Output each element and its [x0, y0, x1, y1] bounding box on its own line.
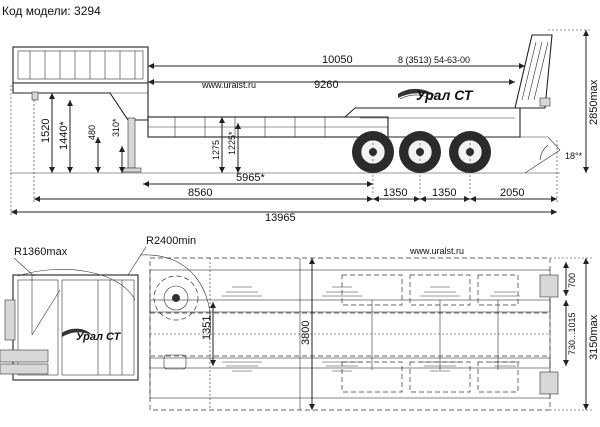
dim-10050: 10050: [322, 54, 353, 66]
deck-hardware: [222, 286, 520, 372]
dim-1350b: 1350: [432, 187, 456, 199]
dim-9260: 9260: [314, 79, 338, 91]
turning-circle: [153, 275, 199, 321]
kingpin: [31, 91, 39, 101]
dim-1225: 1225*: [227, 131, 237, 155]
dim-angle: 18°*: [565, 151, 583, 161]
website-side: www.uralst.ru: [201, 80, 256, 90]
dim-1440: 1440*: [58, 121, 70, 150]
dim-2850: 2850max: [588, 79, 600, 125]
dim-13965: 13965: [265, 212, 296, 224]
loading-ramp: [514, 34, 553, 109]
dim-8560: 8560: [188, 187, 212, 199]
dim-1350a: 1350: [383, 187, 407, 199]
dim-730: 730...1015: [567, 312, 577, 355]
dim-3150: 3150max: [588, 314, 600, 360]
website-top: www.uralst.ru: [409, 246, 464, 256]
dim-1351: 1351: [201, 316, 213, 340]
dim-2050: 2050: [500, 187, 524, 199]
dim-1275: 1275: [211, 140, 221, 160]
gooseneck-top: [12, 274, 139, 381]
dim-r1360: R1360max: [14, 246, 68, 258]
dim-480: 480: [87, 125, 97, 140]
brand-logo-side: [398, 88, 436, 101]
dim-5965: 5965*: [236, 172, 265, 184]
ramp-top-right: [539, 371, 559, 395]
dim-3800: 3800: [300, 321, 312, 345]
brand-name-top: Урал СТ: [76, 331, 122, 343]
brand-name-side: Урал СТ: [416, 87, 474, 103]
dim-1520: 1520: [40, 119, 52, 143]
ramp-top-left: [539, 274, 559, 298]
phone-side: 8 (3513) 54-63-00: [398, 55, 470, 65]
dim-r2400: R2400min: [146, 235, 196, 247]
top-view: R1360max R2400min Урал СТ: [0, 235, 600, 411]
side-view: Урал СТ www.uralst.ru 8 (3513) 54-63-00 …: [10, 29, 600, 224]
support-leg: [127, 117, 136, 169]
wheelsets-top: [341, 274, 519, 393]
dim-700: 700: [567, 273, 577, 288]
gooseneck-deck: [12, 46, 149, 84]
model-label: Код модели: 3294: [2, 4, 101, 18]
dim-310: 310*: [111, 118, 121, 137]
brand-logo-top: [62, 328, 92, 337]
